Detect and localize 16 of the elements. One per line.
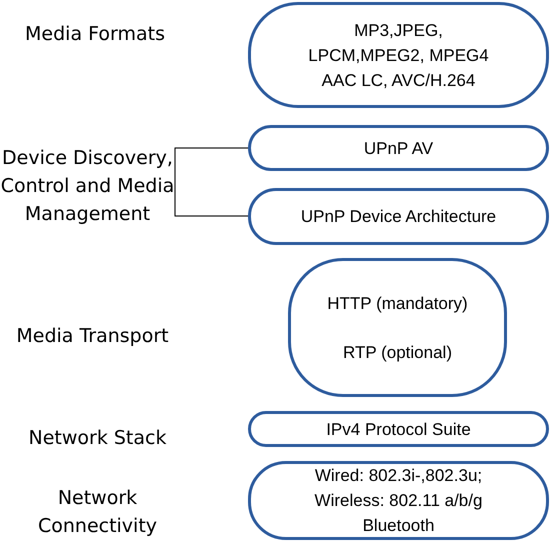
layer-label: Media Formats xyxy=(24,22,166,47)
node-text: IPv4 Protocol Suite xyxy=(326,418,471,440)
node-text: MP3,JPEG, LPCM,MPEG2, MPEG4 AAC LC, AVC/H.264 xyxy=(307,20,490,92)
rounded-layer-box xyxy=(248,125,549,171)
node-text: Wired: 802.3i-,802.3u; Wireless: 802.11 a/b/g Bluetooth xyxy=(314,465,484,537)
node-text: HTTP (mandatory) xyxy=(327,292,468,314)
layer-label: Network Connectivity xyxy=(36,486,158,539)
layer-label: Network Stack xyxy=(28,426,168,451)
bracket-connector xyxy=(174,190,248,216)
node-text: UPnP AV xyxy=(364,138,434,160)
node-text: Device Discovery, Control and Media Management xyxy=(0,146,175,227)
layer-label: Media Transport xyxy=(15,324,170,349)
node-text: RTP (optional) xyxy=(343,342,452,364)
node-text: UPnP Device Architecture xyxy=(300,206,496,228)
rounded-layer-box xyxy=(248,411,549,447)
bracket-connector xyxy=(174,148,248,190)
